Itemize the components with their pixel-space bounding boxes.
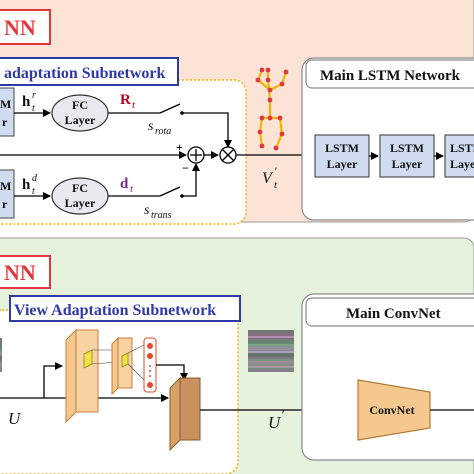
conv-layer-1-front <box>75 329 99 413</box>
translation-output-label: d t <box>120 176 134 195</box>
h-rota-label: h r t <box>22 90 36 114</box>
trans-to-add <box>182 163 200 197</box>
left-lstm-box-trans <box>0 169 15 219</box>
lstm-layer-3-label2: Layer <box>450 157 474 171</box>
bottom-tag: NN <box>4 260 36 285</box>
main-lstm-title: Main LSTM Network <box>320 68 461 84</box>
svg-text:t: t <box>132 99 136 111</box>
switch-trans <box>159 186 181 197</box>
fc-layer-rota-label2: Layer <box>65 113 96 127</box>
bottom-panel: NN View Adaptation Subnetwork U <box>0 237 474 474</box>
svg-text:trans: trans <box>151 210 172 221</box>
convnet-block <box>357 379 431 441</box>
bottom-tag-box <box>0 255 51 289</box>
transformed-map-side <box>169 376 181 452</box>
main-lstm-title-box <box>305 59 474 89</box>
svg-text:R: R <box>120 92 131 108</box>
svg-text:s: s <box>148 119 154 134</box>
svg-text:d: d <box>120 176 129 192</box>
conv-layer-1 <box>65 328 77 424</box>
convnet-label: ConvNet <box>369 403 414 417</box>
svg-text:t: t <box>32 186 35 197</box>
plus-sign: + <box>176 140 183 154</box>
kernel-2-projection-a <box>127 343 147 354</box>
main-convnet-title: Main ConvNet <box>346 306 441 322</box>
fc-layer-trans-label1: FC <box>72 181 88 195</box>
bottom-subnetwork-title-box <box>9 295 241 322</box>
svg-text:V: V <box>262 170 274 187</box>
top-subnetwork-title-box <box>0 57 179 86</box>
bottom-subnetwork-title: View Adaptation Subnetwork <box>14 302 216 319</box>
fc-layer-rota-label1: FC <box>72 98 88 112</box>
left-lstm-box-rota <box>0 87 15 137</box>
s-trans-label: s trans <box>144 203 172 221</box>
v-prime-label: V ′ t <box>262 164 278 191</box>
h-trans-label: h d t <box>22 173 38 197</box>
svg-text:h: h <box>22 177 31 193</box>
minus-sign: − <box>182 161 189 175</box>
rota-to-multiply <box>182 112 232 148</box>
lstm-layer-2-label1: LSTM <box>390 141 424 155</box>
transformed-map <box>179 377 201 441</box>
top-tag: NN <box>4 15 36 40</box>
left-lstm-box-trans-label: M <box>0 179 11 193</box>
s-rota-label: s rota <box>148 119 171 137</box>
rotation-output-label: R t <box>120 92 136 111</box>
svg-text:r: r <box>32 90 36 101</box>
conv-layer-2 <box>111 336 119 396</box>
lstm-layer-1-label2: Layer <box>327 157 358 171</box>
lstm-layer-1 <box>314 134 370 178</box>
main-convnet-region <box>301 293 474 461</box>
lstm-layer-3-label1: LSTM <box>450 141 474 155</box>
main-convnet-title-box <box>305 297 474 327</box>
top-panel: NN adaptation Subnetwork M r M r h r t h… <box>0 0 474 225</box>
left-lstm-box-rota-label2: r <box>2 115 8 129</box>
svg-text:U: U <box>268 413 282 432</box>
svg-text:s: s <box>144 203 150 218</box>
multiply-node <box>219 146 237 164</box>
transformed-image <box>248 330 294 372</box>
fc-layer-trans-label2: Layer <box>65 196 96 210</box>
u-label: U <box>8 409 22 428</box>
svg-text:t: t <box>274 179 278 191</box>
skeleton-joints <box>255 67 289 151</box>
svg-text:t: t <box>32 103 35 114</box>
top-tag-box <box>0 9 51 45</box>
fc-neurons <box>143 337 157 393</box>
lstm-layer-2-label2: Layer <box>392 157 423 171</box>
svg-text:rota: rota <box>155 126 171 137</box>
lstm-layer-2 <box>379 134 435 178</box>
switch-rota <box>159 103 181 114</box>
input-image-sliver <box>0 338 2 372</box>
svg-text:d: d <box>32 173 38 184</box>
svg-text:t: t <box>130 183 134 195</box>
bottom-subnetwork-region <box>0 309 239 474</box>
svg-text:h: h <box>22 94 31 110</box>
left-lstm-box-trans-label2: r <box>2 197 8 211</box>
u-prime-label: U ′ <box>268 407 284 432</box>
top-subnetwork-title: adaptation Subnetwork <box>4 65 165 82</box>
add-node <box>187 146 205 164</box>
svg-text:′: ′ <box>274 164 277 178</box>
lstm-layer-1-label1: LSTM <box>325 141 359 155</box>
branch-to-cnn <box>43 362 63 398</box>
kernel-2-projection-b <box>127 363 147 383</box>
lstm-layer-3 <box>444 134 474 178</box>
left-lstm-box-rota-label: M <box>0 97 11 111</box>
fc-to-transform <box>156 364 188 381</box>
svg-text:′: ′ <box>281 407 284 422</box>
